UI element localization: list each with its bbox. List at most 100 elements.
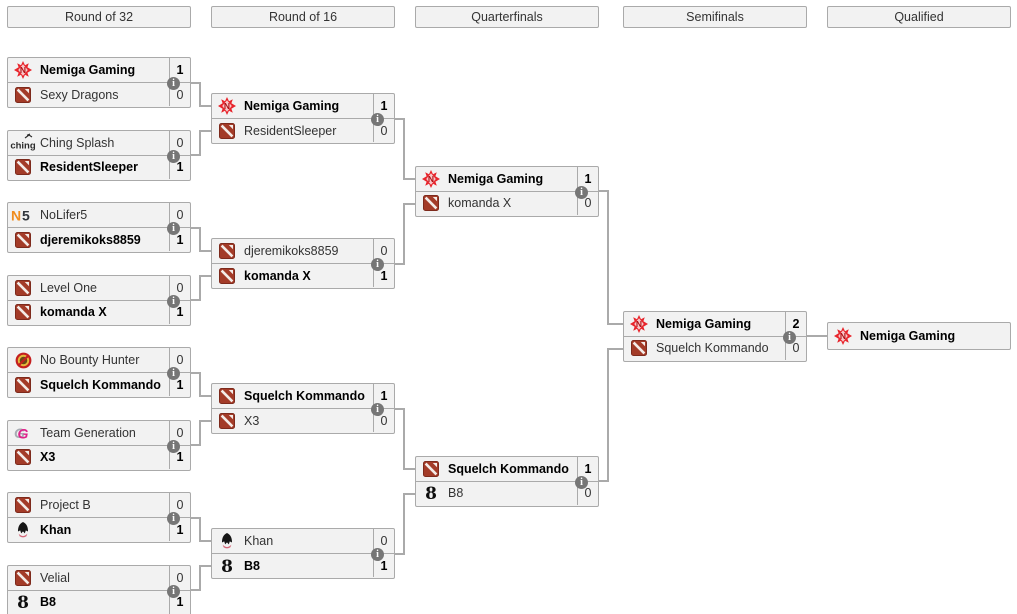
match-info-icon[interactable]: i [575,185,588,199]
match-info-icon[interactable]: i [167,367,180,380]
match-info-icon[interactable]: i [167,222,180,235]
team-score: 0 [373,409,394,433]
match-info-icon[interactable]: i [167,77,180,90]
bracket-connector [599,190,608,193]
match-info-icon[interactable]: i [371,548,384,562]
team-row-x3[interactable]: X3 1 [8,444,190,469]
team-name[interactable]: Khan [40,522,72,537]
bracket-connector [200,275,211,278]
b8-logo-icon: 8 [212,554,242,577]
team-name[interactable]: Nemiga Gaming [448,171,544,186]
bracket-connector [191,589,200,591]
team-name[interactable]: komanda X [448,196,512,211]
team-name[interactable]: Ching Splash [40,135,115,150]
team-name[interactable]: komanda X [40,305,107,319]
team-name[interactable]: komanda X [244,268,311,283]
match-info-icon[interactable]: i [783,330,796,344]
team-name[interactable]: Squelch Kommando [656,341,769,356]
team-name[interactable]: Nemiga Gaming [656,316,752,331]
team-name[interactable]: Nemiga Gaming [244,99,340,114]
dota2-logo-icon [8,301,38,324]
match-info-icon[interactable]: i [371,258,384,272]
match-info-icon[interactable]: i [167,294,180,308]
team-name[interactable]: Squelch Kommando [244,389,365,404]
svg-text:N: N [224,101,230,111]
team-name[interactable]: Squelch Kommando [40,377,161,392]
team-score: 1 [169,445,190,469]
team-score: 1 [169,518,190,541]
match-info-icon[interactable]: i [575,475,588,489]
team-row-khan[interactable]: Khan 1 [8,517,190,541]
svg-text:N: N [840,331,846,341]
team-name[interactable]: Velial [40,570,70,585]
team-name[interactable]: X3 [40,450,56,464]
bracket-connector [607,347,609,483]
team-name[interactable]: B8 [448,486,464,501]
team-name[interactable]: Level One [40,280,97,295]
team-name[interactable]: No Bounty Hunter [40,353,140,367]
team-name[interactable]: Project B [40,498,91,512]
bracket-connector [607,190,609,325]
nemiga-logo-icon: N [624,312,654,336]
qualified-team[interactable]: N Nemiga Gaming [827,322,1011,351]
team-name[interactable]: Sexy Dragons [40,87,119,102]
round-header-quarterfinals: Quarterfinals [415,6,599,28]
bracket-connector [199,516,201,543]
team-name[interactable]: ResidentSleeper [244,123,337,138]
team-name[interactable]: djeremikoks8859 [40,232,141,247]
team-name[interactable]: NoLifer5 [40,208,88,222]
team-name[interactable]: Squelch Kommando [448,461,569,476]
dota2-logo-icon [416,192,446,215]
match-info-icon[interactable]: i [167,584,180,598]
match-info-icon[interactable]: i [371,403,384,417]
team-name[interactable]: B8 [244,558,260,573]
match-info-icon[interactable]: i [371,113,384,127]
team-row-x3[interactable]: X3 0 [212,408,394,433]
team-name[interactable]: djeremikoks8859 [244,244,339,259]
bracket-connector [191,81,200,84]
team-row-komanda-x[interactable]: komanda X 1 [8,299,190,324]
team-score: 0 [169,83,190,106]
team-row-sexy-dragons[interactable]: Sexy Dragons 0 [8,82,190,106]
match-info-icon[interactable]: i [167,149,180,163]
team-name[interactable]: ResidentSleeper [40,160,138,174]
match-info-icon[interactable]: i [167,512,180,525]
qualified-team-name[interactable]: Nemiga Gaming [860,329,956,344]
team-name[interactable]: B8 [40,595,56,609]
team-name[interactable]: Nemiga Gaming [40,63,136,77]
match-info-icon[interactable]: i [167,439,180,453]
team-name[interactable]: X3 [244,413,260,428]
team-name[interactable]: Team Generation [40,425,136,440]
team-score: 1 [169,300,190,324]
bracket-connector [199,275,201,301]
team-name[interactable]: Khan [244,534,274,549]
